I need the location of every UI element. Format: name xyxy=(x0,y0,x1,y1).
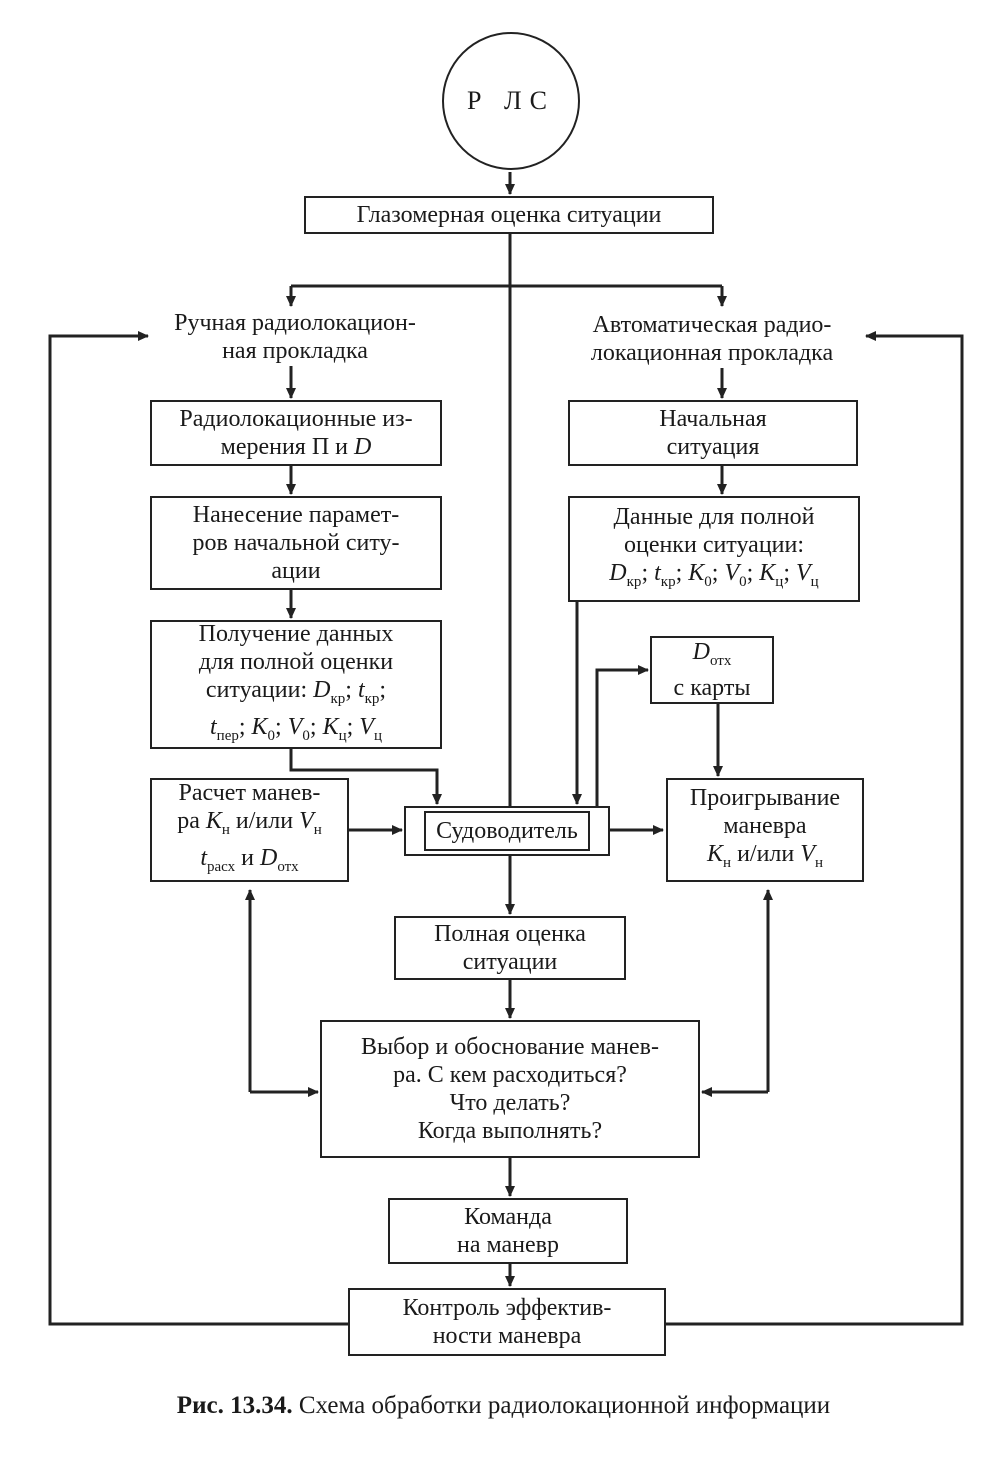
maneuver-playback-line-2: маневра xyxy=(723,812,807,839)
arrow-feedback-left xyxy=(48,331,348,1326)
maneuver-calculation-line-1: Расчет манев- xyxy=(178,780,321,807)
plot-parameters-line-2: ров начальной ситу- xyxy=(192,530,400,556)
auto-full-data-line-2: оценки ситуации: xyxy=(623,531,805,558)
arrow-fulldata-to-navigator xyxy=(289,749,442,805)
maneuver-calculation-line-3: tрасх и Dотх xyxy=(200,845,299,875)
maneuver-control-line-2: ности маневра xyxy=(432,1323,582,1349)
manual-plotting-line-2: ная прокладка xyxy=(222,338,368,364)
auto-plotting-label: Автоматическая радио- локационная прокла… xyxy=(562,310,862,368)
maneuver-playback-line-1: Проигрывание xyxy=(689,784,841,811)
radar-station-node: Р ЛС xyxy=(442,32,580,170)
maneuver-choice-line-2: ра. С кем расходиться? xyxy=(393,1062,627,1088)
radar-station-label: Р ЛС xyxy=(467,86,555,115)
maneuver-playback-line-3: Kн и/или Vн xyxy=(707,840,823,871)
manual-full-data-line-1: Получение данных xyxy=(198,620,394,647)
maneuver-choice-line-1: Выбор и обоснование манев- xyxy=(361,1034,659,1060)
distance-from-map-label: с карты xyxy=(673,675,751,702)
figure-caption: Рис. 13.34. Схема обработки радиолокацио… xyxy=(0,1392,1007,1420)
radar-measurements-line-2: мерения П и D xyxy=(220,434,372,460)
arrow-navigator-to-dotx xyxy=(595,665,649,808)
auto-full-data-line-1: Данные для полной xyxy=(613,503,815,530)
distance-from-map-symbol: Dотх xyxy=(692,638,732,669)
manual-full-data-box: Получение данных для полной оценки ситуа… xyxy=(150,620,442,749)
figure-caption-label: Рис. 13.34. xyxy=(176,1392,293,1419)
auto-full-data-formula: Dкр; tкр; K0; V0; Kц; Vц xyxy=(609,559,819,590)
manual-full-data-formula: tпер; K0; V0; Kц; Vц xyxy=(210,713,382,744)
manual-plotting-line-1: Ручная радиолокацион- xyxy=(174,310,416,336)
initial-situation-line-2: ситуация xyxy=(666,434,760,460)
maneuver-command-box: Команда на маневр xyxy=(388,1198,628,1264)
visual-assessment-box: Глазомерная оценка ситуации xyxy=(304,196,714,234)
radar-measurements-box: Радиолокационные из- мерения П и D xyxy=(150,400,442,466)
initial-situation-box: Начальная ситуация xyxy=(568,400,858,466)
maneuver-command-line-1: Команда xyxy=(464,1204,552,1230)
manual-full-data-line-2: для полной оценки xyxy=(198,648,394,675)
maneuver-calculation-line-2: ра Kн и/или Vн xyxy=(177,808,322,838)
full-assessment-line-2: ситуации xyxy=(462,949,558,975)
maneuver-playback-box: Проигрывание маневра Kн и/или Vн xyxy=(666,778,864,882)
initial-situation-line-1: Начальная xyxy=(659,406,767,432)
maneuver-control-box: Контроль эффектив- ности маневра xyxy=(348,1288,666,1356)
maneuver-choice-box: Выбор и обоснование манев- ра. С кем рас… xyxy=(320,1020,700,1158)
plot-parameters-line-3: ации xyxy=(271,558,321,584)
maneuver-control-line-1: Контроль эффектив- xyxy=(402,1295,612,1321)
full-assessment-box: Полная оценка ситуации xyxy=(394,916,626,980)
manual-full-data-line-3: ситуации: Dкр; tкр; xyxy=(205,676,387,707)
maneuver-command-line-2: на маневр xyxy=(457,1232,559,1258)
auto-plotting-line-1: Автоматическая радио- xyxy=(592,312,832,338)
radar-measurements-line-1: Радиолокационные из- xyxy=(179,406,413,432)
full-assessment-line-1: Полная оценка xyxy=(434,921,586,947)
auto-full-data-box: Данные для полной оценки ситуации: Dкр; … xyxy=(568,496,860,602)
maneuver-calculation-box: Расчет манев- ра Kн и/или Vн tрасх и Dот… xyxy=(150,778,349,882)
auto-plotting-line-2: локационная прокладка xyxy=(590,340,834,366)
plot-parameters-box: Нанесение парамет- ров начальной ситу- а… xyxy=(150,496,442,590)
navigator-box: Судоводитель xyxy=(404,806,610,856)
plot-parameters-line-1: Нанесение парамет- xyxy=(192,502,400,528)
manual-plotting-label: Ручная радиолокацион- ная прокладка xyxy=(150,308,440,366)
arrow-feedback-right xyxy=(666,331,964,1326)
visual-assessment-label: Глазомерная оценка ситуации xyxy=(356,202,662,228)
distance-from-map-box: Dотх с карты xyxy=(650,636,774,704)
maneuver-choice-line-4: Когда выполнять? xyxy=(417,1118,603,1144)
maneuver-choice-line-3: Что делать? xyxy=(449,1090,571,1116)
navigator-label: Судоводитель xyxy=(424,811,590,851)
figure-caption-text: Схема обработки радиолокационной информа… xyxy=(292,1392,831,1419)
